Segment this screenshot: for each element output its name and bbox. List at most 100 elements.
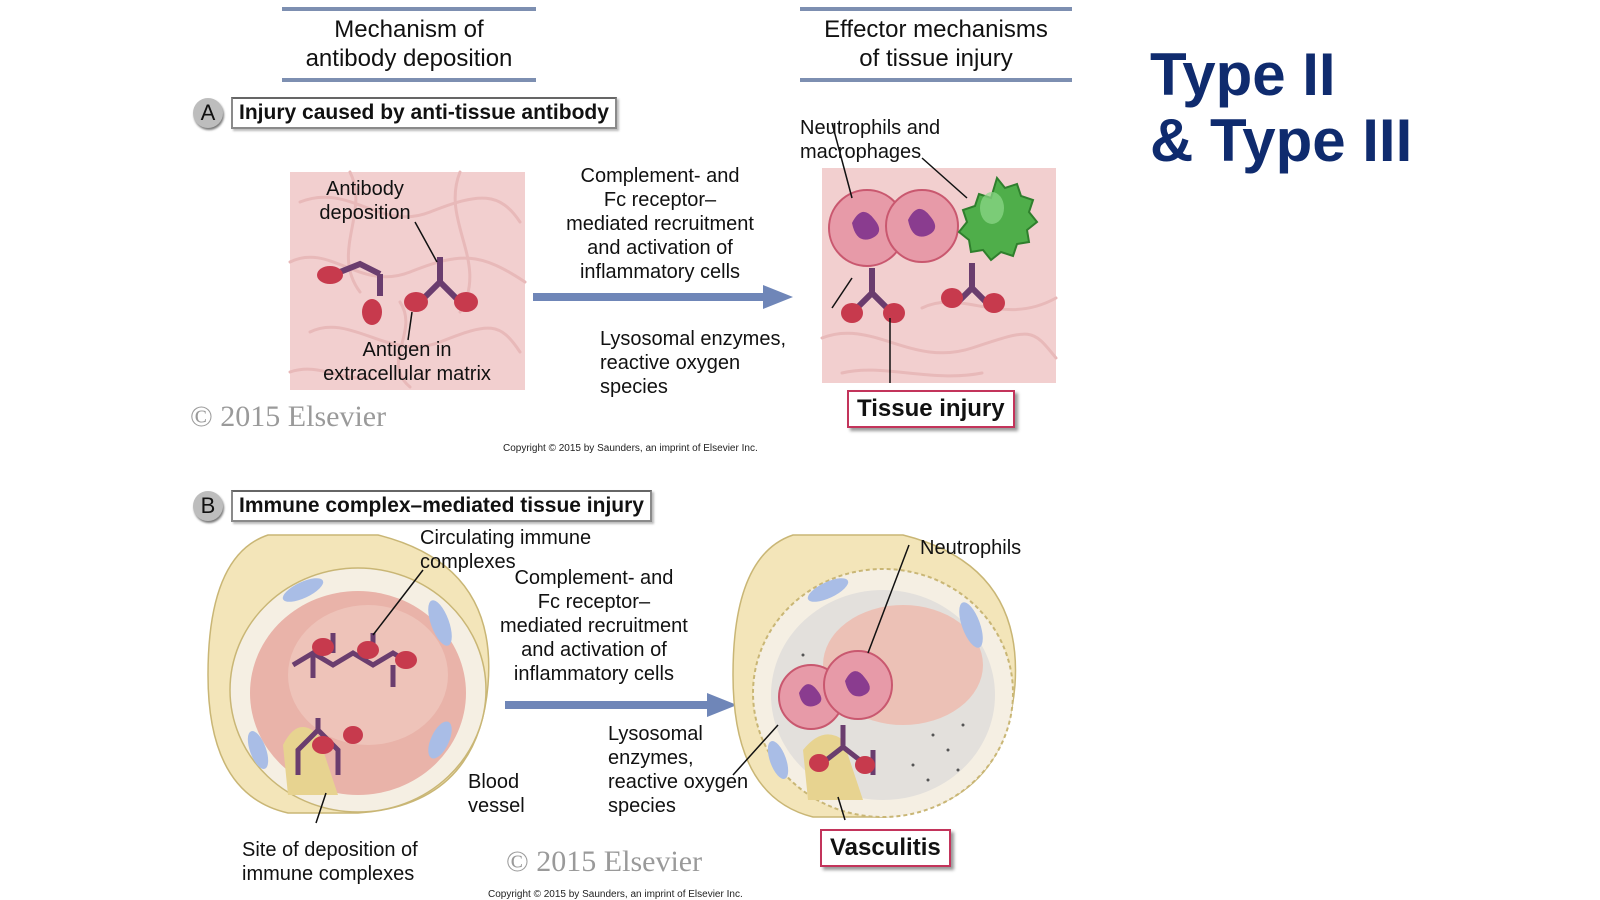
header-mechanism: Mechanism of antibody deposition bbox=[282, 7, 536, 82]
panel-b-watermark: © 2015 Elsevier bbox=[506, 845, 703, 878]
neutrophils-label: Neutrophils bbox=[920, 537, 1022, 559]
antigen-icon bbox=[395, 651, 417, 669]
panel-a-watermark: © 2015 Elsevier bbox=[190, 400, 387, 433]
header-effector-line1: Effector mechanisms bbox=[824, 16, 1048, 43]
antigen-icon bbox=[855, 756, 875, 774]
site-of-deposition-line1: Site of deposition of bbox=[242, 839, 418, 861]
pointer-line bbox=[315, 792, 327, 824]
antigen-icon bbox=[404, 292, 428, 312]
header-effector: Effector mechanisms of tissue injury bbox=[800, 7, 1072, 82]
antibody-antigen-complexes bbox=[317, 257, 478, 325]
pointer-line bbox=[831, 122, 853, 199]
immune-complexes bbox=[291, 633, 417, 775]
panel-a-recruitment-line2: Fc receptor– bbox=[603, 189, 717, 211]
circulating-label: Circulating immune complexes bbox=[420, 526, 591, 574]
neutrophil-nucleus bbox=[852, 211, 880, 240]
pointer-line bbox=[867, 544, 910, 654]
header-mechanism-line2: antibody deposition bbox=[305, 45, 513, 72]
header-effector-line2: of tissue injury bbox=[859, 45, 1013, 72]
extracellular-fibers bbox=[820, 296, 1058, 378]
arrow-right-icon bbox=[505, 693, 737, 717]
panel-a-recruitment-line4: and activation of bbox=[587, 237, 733, 259]
panel-b-label: B Immune complex–mediated tissue injury bbox=[193, 490, 652, 522]
antigen-icon bbox=[454, 292, 478, 312]
panel-b-recruitment-text: Complement- and Fc receptor– mediated re… bbox=[500, 566, 688, 686]
panel-a-copyright: Copyright © 2015 by Saunders, an imprint… bbox=[503, 443, 758, 454]
antigen-label: Antigen in extracellular matrix bbox=[302, 338, 512, 386]
panel-a-title: Injury caused by anti-tissue antibody bbox=[231, 97, 617, 129]
arrow-right-icon bbox=[533, 285, 793, 309]
antigen-icon bbox=[983, 293, 1005, 313]
panel-b-lysosomal-line2: enzymes, bbox=[608, 747, 694, 769]
pointer-line bbox=[831, 277, 853, 309]
pointer-line bbox=[414, 221, 438, 263]
slide-title-line2: & Type III bbox=[1150, 107, 1413, 174]
neutrophil-nucleus bbox=[908, 208, 936, 237]
antigen-icon bbox=[362, 299, 382, 325]
panel-b-recruitment-line5: inflammatory cells bbox=[513, 663, 674, 685]
circulating-line2: complexes bbox=[420, 551, 516, 573]
vasculitis-badge: Vasculitis bbox=[820, 829, 951, 867]
panel-a-lysosomal-text: Lysosomal enzymes, reactive oxygen speci… bbox=[600, 327, 786, 399]
antigen-icon bbox=[809, 754, 829, 772]
antigen-line1: Antigen in bbox=[362, 339, 452, 361]
antibody-icon bbox=[338, 260, 382, 277]
panel-a-lysosomal-line2: reactive oxygen bbox=[600, 352, 741, 374]
panel-b-lysosomal-text: Lysosomal enzymes, reactive oxygen speci… bbox=[608, 722, 748, 818]
panel-b-title: Immune complex–mediated tissue injury bbox=[231, 490, 652, 522]
antigen-icon bbox=[941, 288, 963, 308]
antigen-icon bbox=[357, 641, 379, 659]
antibody-deposition-label: Antibody deposition bbox=[300, 177, 430, 225]
antigen-icon bbox=[343, 726, 363, 744]
pointer-line bbox=[921, 157, 968, 199]
panel-b-recruitment-line2: Fc receptor– bbox=[537, 591, 651, 613]
blood-vessel-icon bbox=[207, 534, 490, 824]
panel-b-lysosomal-line4: species bbox=[608, 795, 676, 817]
antibody-deposition-line2: deposition bbox=[319, 202, 411, 224]
pointer-line bbox=[732, 724, 779, 776]
panel-a-injury-illustration bbox=[820, 122, 1058, 383]
antigen-icon bbox=[312, 736, 334, 754]
blood-vessel-label: Blood vessel bbox=[468, 770, 525, 818]
panel-b-recruitment-line3: mediated recruitment bbox=[500, 615, 688, 637]
panel-a-recruitment-line5: inflammatory cells bbox=[579, 261, 741, 283]
site-of-deposition-label: Site of deposition of immune complexes bbox=[242, 838, 418, 886]
slide-title-line1: Type II bbox=[1150, 41, 1336, 108]
neutrophil-nucleus bbox=[845, 671, 870, 697]
site-of-deposition-line2: immune complexes bbox=[242, 863, 415, 885]
panel-b-lysosomal-line1: Lysosomal bbox=[608, 723, 703, 745]
circulating-line1: Circulating immune bbox=[420, 527, 592, 549]
bound-immune-complexes bbox=[809, 725, 876, 775]
endothelial-nuclei bbox=[767, 578, 983, 779]
panel-a-letter: A bbox=[193, 98, 223, 128]
panel-b-lysosomal-line3: reactive oxygen bbox=[608, 771, 749, 793]
panel-b-copyright: Copyright © 2015 by Saunders, an imprint… bbox=[488, 889, 743, 900]
panel-a-lysosomal-line1: Lysosomal enzymes, bbox=[600, 328, 786, 350]
vasculitis-vessel-icon bbox=[732, 534, 1017, 821]
blood-vessel-line1: Blood bbox=[468, 771, 520, 793]
panel-a-recruitment-line3: mediated recruitment bbox=[566, 213, 754, 235]
neutrophils-macrophages-line1: Neutrophils and bbox=[800, 117, 941, 139]
antigen-icon bbox=[883, 303, 905, 323]
pointer-line bbox=[372, 569, 424, 636]
tissue-injury-badge: Tissue injury bbox=[847, 390, 1015, 428]
panel-b-recruitment-line4: and activation of bbox=[521, 639, 667, 661]
extracellular-fibers bbox=[288, 170, 527, 389]
antigen-icon bbox=[841, 303, 863, 323]
panel-a-lysosomal-line3: species bbox=[600, 376, 668, 398]
antigen-icon bbox=[312, 638, 334, 656]
panel-a-label: A Injury caused by anti-tissue antibody bbox=[193, 97, 617, 129]
pointer-line bbox=[837, 796, 846, 821]
panel-a-tissue-illustration bbox=[288, 170, 527, 390]
panel-a-recruitment-text: Complement- and Fc receptor– mediated re… bbox=[540, 164, 780, 284]
panel-b-letter: B bbox=[193, 491, 223, 521]
panel-a-recruitment-line1: Complement- and bbox=[580, 165, 740, 187]
antigen-line2: extracellular matrix bbox=[323, 363, 491, 385]
pointer-line bbox=[407, 311, 413, 341]
antigen-icon bbox=[317, 266, 343, 284]
endothelial-nuclei bbox=[247, 578, 452, 769]
neutrophils-macrophages-line2: macrophages bbox=[800, 141, 922, 163]
header-mechanism-line1: Mechanism of bbox=[334, 16, 484, 43]
neutrophils-macrophages-label: Neutrophils and macrophages bbox=[800, 116, 940, 164]
blood-vessel-line2: vessel bbox=[468, 795, 525, 817]
